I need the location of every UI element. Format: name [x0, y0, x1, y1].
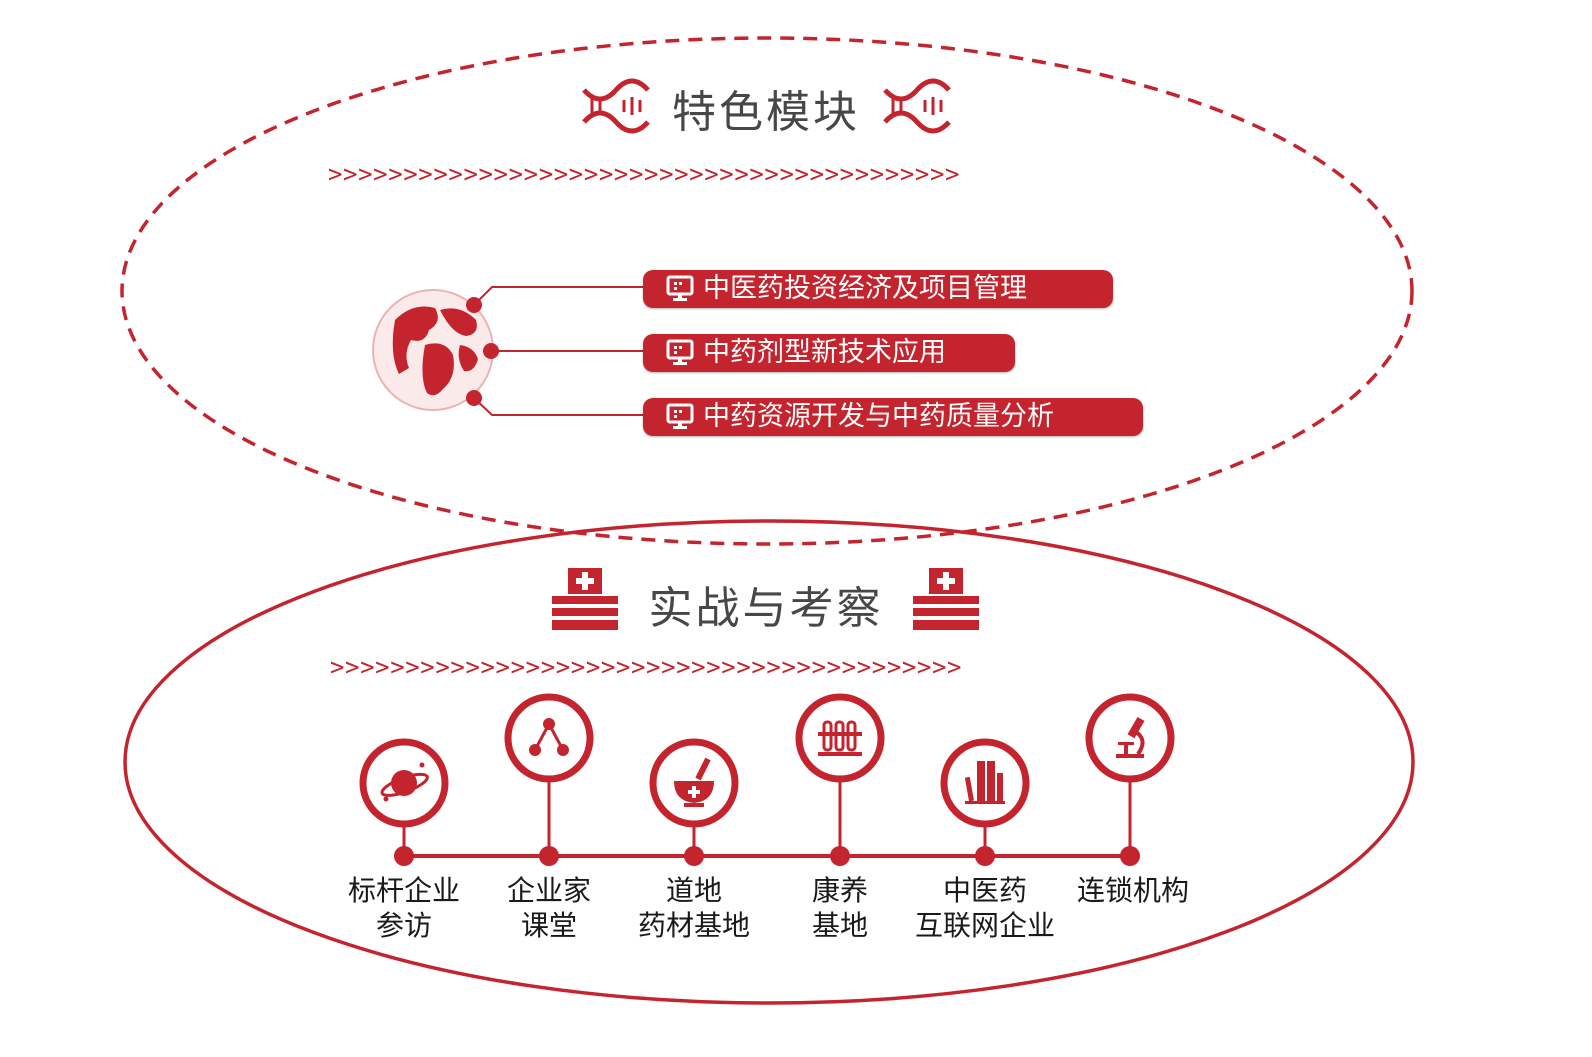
- timeline-node[interactable]: [649, 738, 739, 866]
- hospital-icon: [552, 568, 618, 630]
- arrow-divider: >>>>>>>>>>>>>>>>>>>>>>>>>>>>>>>>>>>>>>>>…: [330, 653, 963, 681]
- section-title-featured-modules: 特色模块: [672, 87, 860, 138]
- timeline-node[interactable]: [359, 738, 449, 866]
- label-line: 中医药: [942, 874, 1027, 907]
- solid-ellipse: [123, 519, 1415, 1005]
- label-line: 课堂: [520, 909, 577, 942]
- timeline-dot: [1120, 846, 1140, 866]
- timeline-label: 标杆企业参访: [319, 873, 489, 943]
- dna-icon: [582, 78, 650, 134]
- books-icon: [964, 761, 1005, 804]
- label-line: 连锁机构: [1076, 874, 1189, 907]
- icon-ring: [504, 693, 594, 783]
- timeline-label: 道地药材基地: [609, 873, 779, 943]
- molecule-icon: [529, 718, 569, 756]
- timeline-node[interactable]: [795, 693, 885, 866]
- label-line: 道地: [665, 874, 722, 907]
- timeline-dot: [975, 846, 995, 866]
- icon-ring: [1085, 693, 1175, 783]
- globe-icon: [372, 289, 494, 411]
- timeline-label: 企业家课堂: [464, 873, 634, 943]
- mortar-pestle-icon: [674, 757, 714, 807]
- connector-dot: [466, 297, 482, 313]
- timeline-dot: [684, 846, 704, 866]
- planet-icon: [380, 762, 429, 802]
- hospital-icon: [913, 568, 979, 630]
- label-line: 企业家: [506, 874, 591, 907]
- connector-dot: [483, 343, 499, 359]
- timeline-dot: [830, 846, 850, 866]
- dashed-ellipse: [120, 36, 1414, 546]
- dna-icon: [883, 78, 951, 134]
- timeline-dot: [539, 846, 559, 866]
- timeline-label: 康养基地: [755, 873, 925, 943]
- icon-ring: [795, 693, 885, 783]
- connector-lines: [473, 286, 643, 416]
- timeline-node[interactable]: [504, 693, 594, 866]
- timeline-node[interactable]: [940, 738, 1030, 866]
- timeline-node[interactable]: [1085, 693, 1175, 866]
- connector-dot: [466, 390, 482, 406]
- label-line: 互联网企业: [914, 909, 1055, 942]
- module-label: 中药资源开发与中药质量分析: [703, 401, 1054, 432]
- module-item[interactable]: 中医药投资经济及项目管理: [643, 270, 1113, 308]
- arrow-divider: >>>>>>>>>>>>>>>>>>>>>>>>>>>>>>>>>>>>>>>>…: [328, 160, 961, 188]
- label-line: 参访: [375, 909, 432, 942]
- label-line: 药材基地: [637, 909, 750, 942]
- monitor-icon: [666, 275, 694, 301]
- module-label: 中医药投资经济及项目管理: [703, 273, 1027, 304]
- timeline-dot: [394, 846, 414, 866]
- label-line: 基地: [811, 909, 868, 942]
- module-item[interactable]: 中药剂型新技术应用: [643, 334, 1015, 372]
- test-tubes-icon: [818, 720, 862, 756]
- section-title-practice-visits: 实战与考察: [648, 583, 884, 634]
- microscope-icon: [1116, 716, 1145, 758]
- module-item[interactable]: 中药资源开发与中药质量分析: [643, 398, 1143, 436]
- label-line: 标杆企业: [347, 874, 460, 907]
- timeline-label: 中医药互联网企业: [900, 873, 1070, 943]
- label-line: 康养: [811, 874, 868, 907]
- module-label: 中药剂型新技术应用: [703, 337, 946, 368]
- monitor-icon: [666, 403, 694, 429]
- monitor-icon: [666, 339, 694, 365]
- timeline-label: 连锁机构: [1048, 873, 1218, 908]
